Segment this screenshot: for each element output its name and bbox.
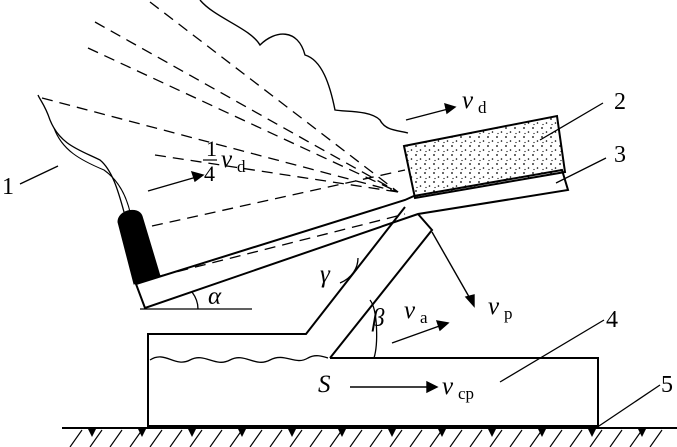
label-va: v (404, 297, 416, 324)
label-vd-top: v (462, 87, 474, 114)
label-2-explosive: 2 (614, 89, 626, 115)
label-4-base-plate: 4 (606, 307, 618, 333)
detonator-wire-b (53, 127, 131, 213)
label-alpha: α (208, 283, 222, 310)
wavy-bond-interface (149, 355, 329, 363)
label-va-sub: a (420, 308, 428, 327)
charge-guide-lines (151, 169, 406, 277)
detonation-rays (41, 1, 399, 193)
label-beta: β (371, 305, 385, 332)
label-collision-point-S: S (318, 371, 331, 398)
flyer-plate-inclined (147, 206, 434, 426)
label-1-detonator: 1 (2, 174, 14, 200)
label-fraction-denominator: 4 (204, 161, 215, 186)
label-vd-top-sub: d (478, 98, 487, 117)
flyer-plate (134, 168, 570, 310)
beta-arc (369, 299, 378, 359)
alpha-arc (191, 291, 199, 310)
leader-lines (19, 102, 661, 429)
velocity-arrows (147, 102, 475, 394)
label-vp-sub: p (504, 304, 513, 323)
anvil-teeth (88, 429, 646, 437)
label-vp: v (488, 293, 500, 320)
gamma-arc (339, 257, 359, 284)
detonator (117, 209, 161, 285)
anvil-hatching (69, 429, 663, 447)
explosive-charge (402, 114, 567, 200)
label-fraction-numerator: 1 (206, 136, 217, 161)
base-plate (147, 357, 599, 427)
label-vd-quarter: v (221, 146, 233, 173)
label-vcp-sub: cp (458, 384, 474, 403)
label-vcp: v (442, 373, 454, 400)
explosion-cloud (199, 0, 409, 134)
label-vd-quarter-sub: d (237, 157, 246, 176)
label-gamma: γ (320, 261, 331, 288)
label-5-anvil: 5 (661, 372, 673, 398)
detonator-wire (37, 94, 125, 213)
label-3-flyer-plate: 3 (614, 142, 626, 168)
